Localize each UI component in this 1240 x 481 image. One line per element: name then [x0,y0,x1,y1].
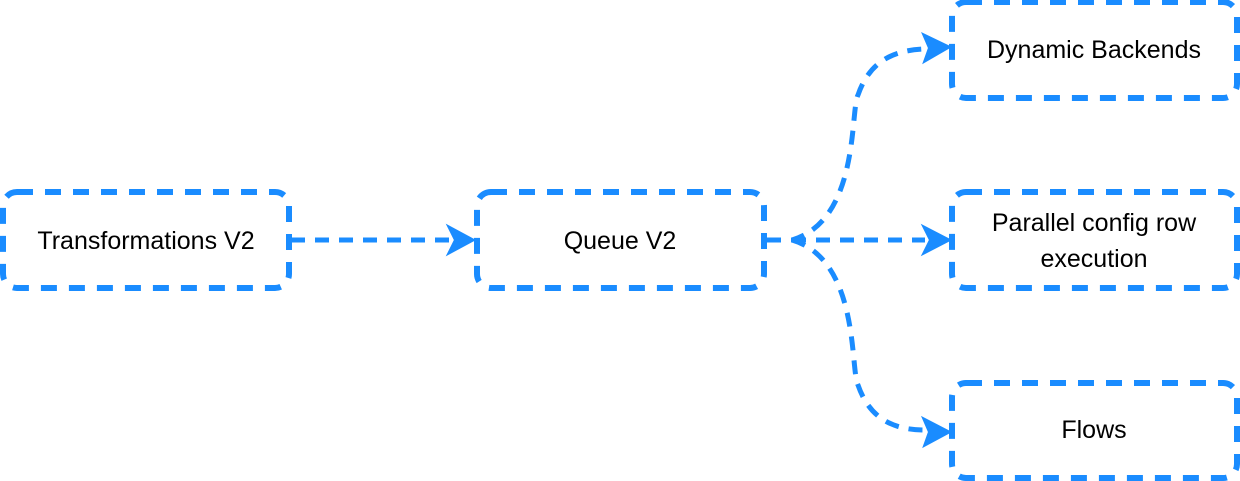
arrowhead-flows [920,415,953,449]
node-parallel-config-row-execution[interactable]: Parallel config row execution [949,189,1240,291]
node-dynamic-backends[interactable]: Dynamic Backends [949,0,1240,101]
node-label: Flows [1061,416,1126,444]
edge-queue-to-flows [791,237,926,433]
node-label: Dynamic Backends [987,36,1201,64]
node-label-line-2: execution [1040,245,1147,273]
arrowhead-parallel [920,223,953,257]
node-transformations-v2[interactable]: Transformations V2 [0,189,292,291]
edge-queue-to-dynamic-backends [767,46,926,243]
node-label: Queue V2 [564,227,677,255]
node-label-line-1: Parallel config row [992,209,1197,237]
arrowhead-queue [445,223,477,257]
edges [291,31,953,449]
arrowhead-dynamic-backends [921,31,953,65]
node-label: Transformations V2 [37,227,254,255]
node-flows[interactable]: Flows [949,380,1240,481]
node-queue-v2[interactable]: Queue V2 [474,189,767,291]
